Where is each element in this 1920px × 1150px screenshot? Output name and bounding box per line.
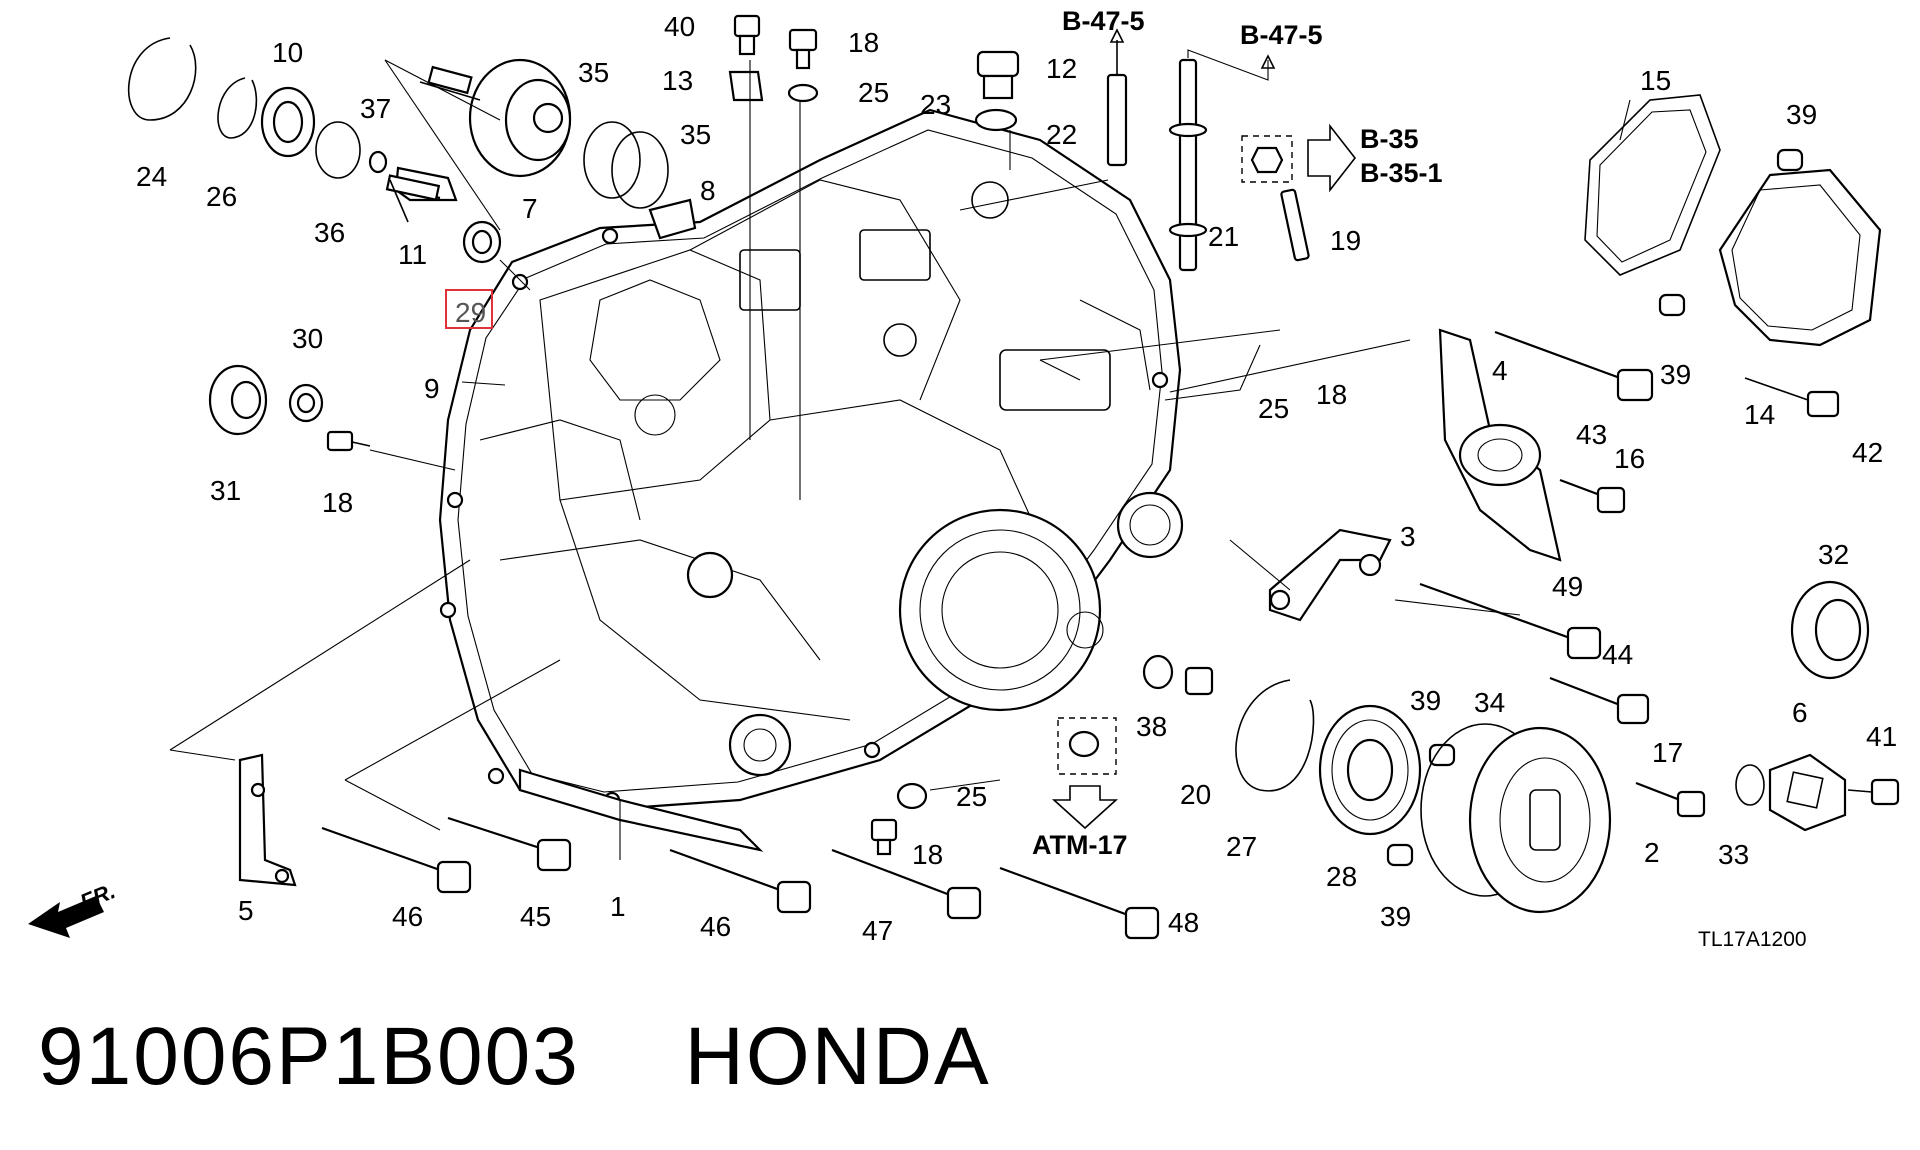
callout-32: 32	[1818, 539, 1849, 570]
top-parts	[728, 14, 1310, 500]
callout-42: 42	[1852, 437, 1883, 468]
callout-40: 40	[664, 11, 695, 42]
right-parts	[1039, 94, 1900, 914]
callout-46-middle: 46	[700, 911, 731, 942]
callout-4: 4	[1492, 355, 1508, 386]
ref-b35: B-35	[1360, 124, 1419, 154]
callout-47: 47	[862, 915, 893, 946]
callout-18-top: 18	[848, 27, 879, 58]
diagram-code: TL17A1200	[1698, 928, 1807, 951]
callout-45: 45	[520, 901, 551, 932]
callout-25-bottom: 25	[956, 781, 987, 812]
callout-28: 28	[1326, 861, 1357, 892]
callout-29: 29	[455, 297, 486, 328]
ref-atm17: ATM-17	[1032, 830, 1128, 860]
callout-37: 37	[360, 93, 391, 124]
callout-9: 9	[424, 373, 440, 404]
callout-36: 36	[314, 217, 345, 248]
callout-38: 38	[1136, 711, 1167, 742]
ref-b47-5-left: B-47-5	[1062, 6, 1145, 36]
callout-17: 17	[1652, 737, 1683, 768]
callout-14: 14	[1744, 399, 1775, 430]
callout-5: 5	[238, 895, 254, 926]
b35-nut-box	[1241, 123, 1357, 193]
ref-b47-5-right: B-47-5	[1240, 20, 1323, 50]
callout-1: 1	[610, 891, 626, 922]
part-caption: 91006P1B003 HONDA	[38, 1010, 991, 1120]
brand-name: HONDA	[684, 1011, 991, 1102]
transmission-case-diagram: FR. B-47-5 B-47-5 B-35 B-35-1 ATM-17 TL1…	[28, 6, 1900, 951]
ref-b35-1: B-35-1	[1360, 158, 1443, 188]
callout-25-right: 25	[1258, 393, 1289, 424]
callout-39-mid: 39	[1660, 359, 1691, 390]
callout-39-top: 39	[1786, 99, 1817, 130]
callout-35-top: 35	[578, 57, 609, 88]
callout-7: 7	[522, 193, 538, 224]
part-callouts: 24 26 10 36 37 11 7 35 35 8 29 9 30 31 1…	[136, 11, 1897, 946]
callout-34: 34	[1474, 687, 1505, 718]
callout-35-right: 35	[680, 119, 711, 150]
callout-13: 13	[662, 65, 693, 96]
callout-6: 6	[1792, 697, 1808, 728]
callout-39-bottom: 39	[1380, 901, 1411, 932]
callout-48: 48	[1168, 907, 1199, 938]
callout-12: 12	[1046, 53, 1077, 84]
callout-15: 15	[1640, 65, 1671, 96]
front-direction-label: FR.	[77, 878, 119, 914]
callout-24: 24	[136, 161, 167, 192]
front-direction-arrow: FR.	[28, 878, 119, 938]
callout-41: 41	[1866, 721, 1897, 752]
callout-18-left: 18	[322, 487, 353, 518]
callout-44: 44	[1602, 639, 1633, 670]
callout-23: 23	[920, 89, 951, 120]
callout-27: 27	[1226, 831, 1257, 862]
left-parts	[127, 37, 697, 471]
callout-21: 21	[1208, 221, 1239, 252]
callout-22: 22	[1046, 119, 1077, 150]
callout-18-bottom: 18	[912, 839, 943, 870]
callout-26: 26	[206, 181, 237, 212]
part-number: 91006P1B003	[38, 1011, 580, 1102]
callout-2: 2	[1644, 837, 1660, 868]
callout-16: 16	[1614, 443, 1645, 474]
callout-49: 49	[1552, 571, 1583, 602]
callout-19: 19	[1330, 225, 1361, 256]
highlighted-part-box	[445, 289, 493, 329]
callout-33: 33	[1718, 839, 1749, 870]
callout-25-top: 25	[858, 77, 889, 108]
callout-39-lower: 39	[1410, 685, 1441, 716]
callout-43: 43	[1576, 419, 1607, 450]
bottom-parts	[169, 559, 1160, 940]
callout-31: 31	[210, 475, 241, 506]
callout-3: 3	[1400, 521, 1416, 552]
callout-46-left: 46	[392, 901, 423, 932]
callout-20: 20	[1180, 779, 1211, 810]
callout-30: 30	[292, 323, 323, 354]
callout-11: 11	[398, 239, 427, 270]
callout-8: 8	[700, 175, 716, 206]
callout-10: 10	[272, 37, 303, 68]
transmission-case	[438, 108, 1184, 812]
callout-18-right: 18	[1316, 379, 1347, 410]
